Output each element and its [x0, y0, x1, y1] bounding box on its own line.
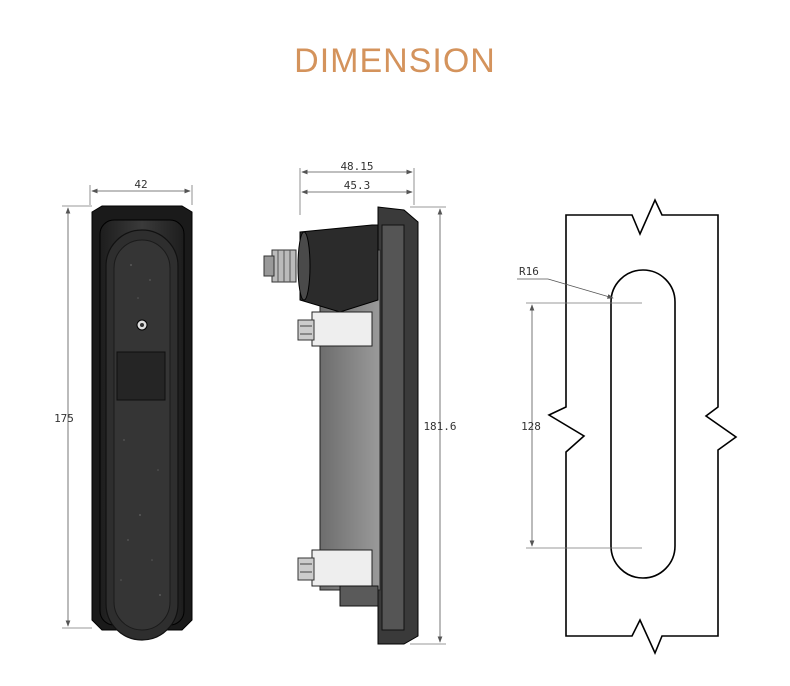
side-height-label: 181.6: [423, 420, 456, 433]
front-width-label: 42: [134, 178, 147, 191]
radius-label: R16: [519, 265, 539, 278]
cutout-view: R16 128: [517, 198, 738, 656]
side-view: 48.15 45.3 181.6: [263, 160, 457, 645]
front-height-label: 175: [54, 412, 74, 425]
front-view: 42 175: [54, 178, 193, 641]
page-title: DIMENSION: [294, 42, 496, 80]
inner-depth-label: 45.3: [344, 179, 371, 192]
slot-length-label: 128: [521, 420, 541, 433]
overall-depth-label: 48.15: [340, 160, 373, 173]
